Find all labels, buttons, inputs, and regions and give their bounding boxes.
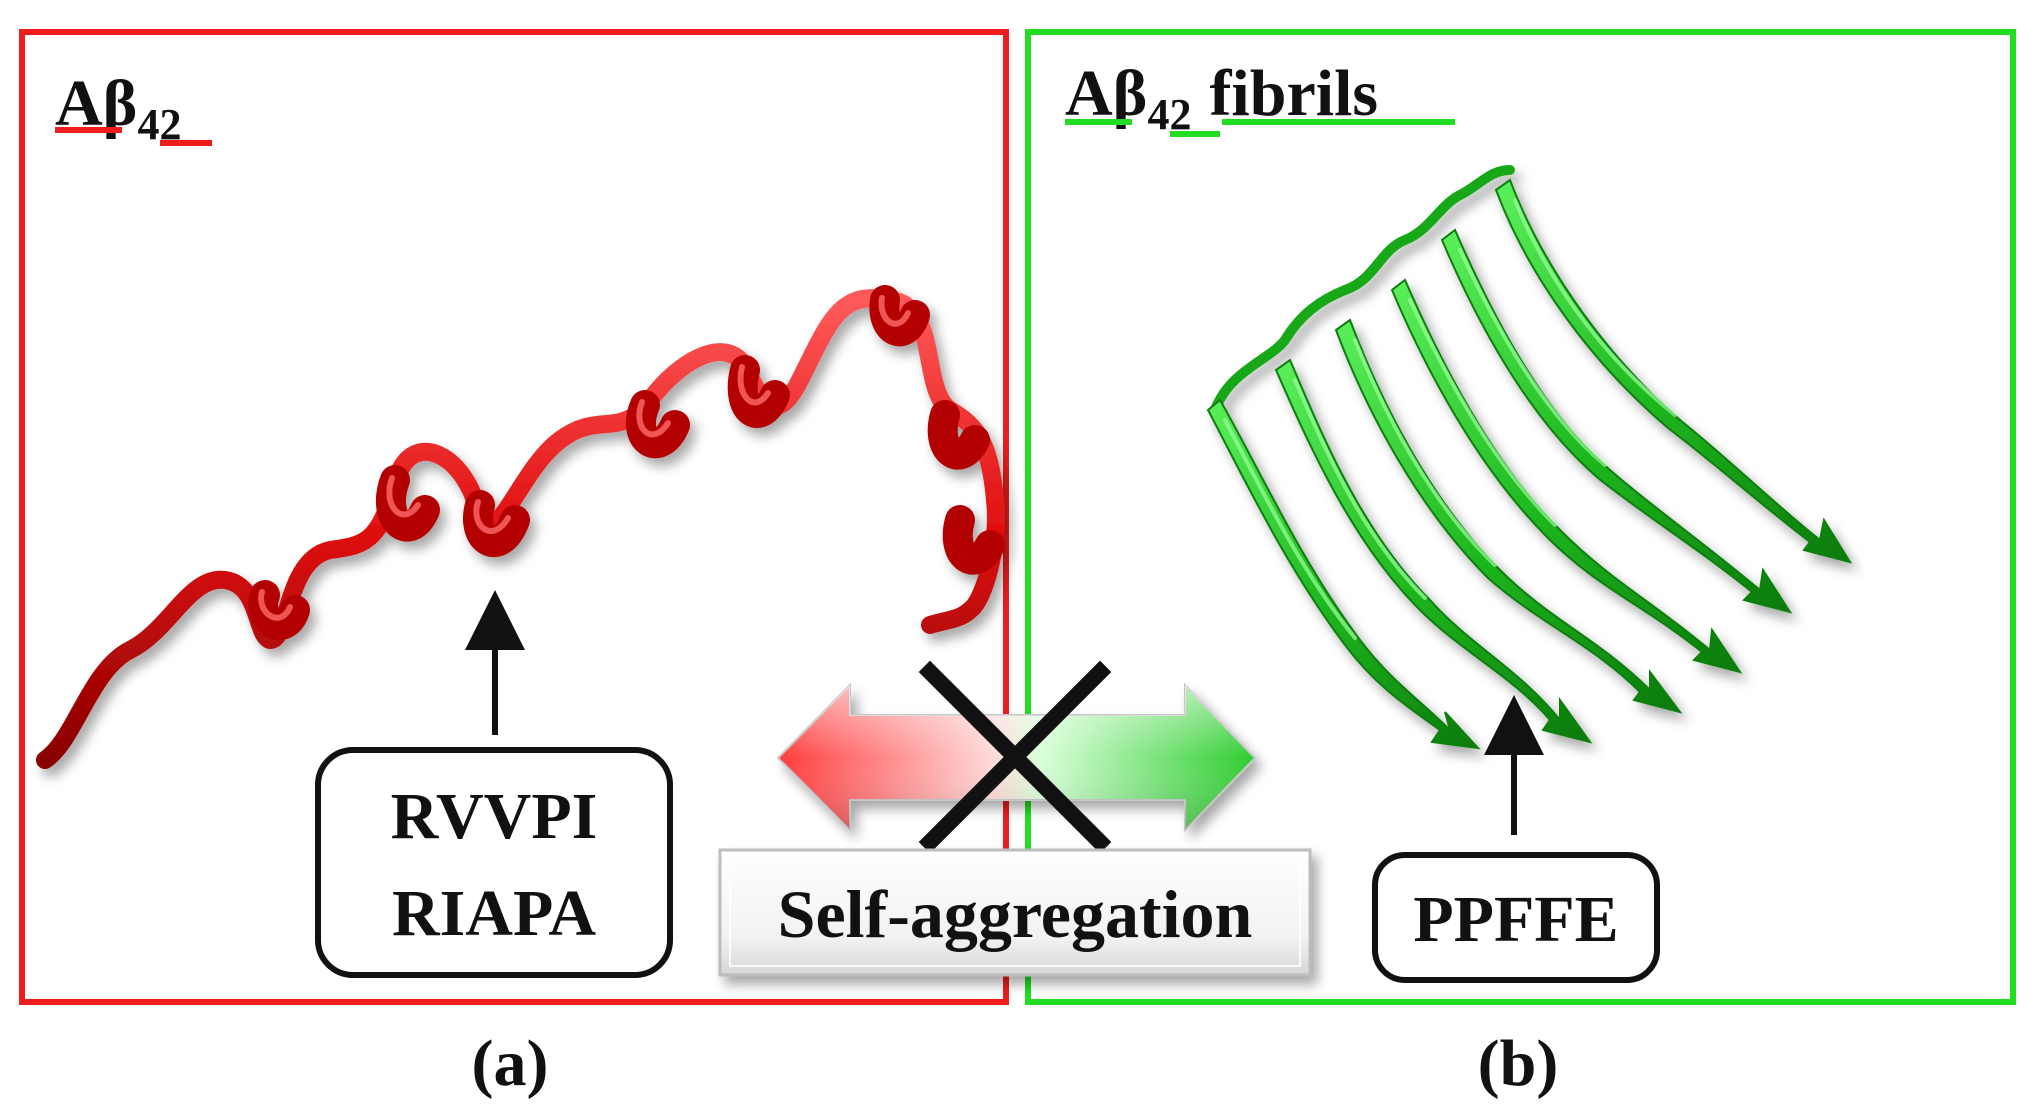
panel-b-frame xyxy=(1025,29,2016,1005)
peptide-a-2: RIAPA xyxy=(392,877,596,950)
self-aggregation-label-box xyxy=(718,848,1312,977)
caption-b: (b) xyxy=(1478,1027,1559,1100)
peptide-b-1: PPFFE xyxy=(1413,883,1618,956)
panel-a-frame xyxy=(19,29,1009,1005)
alpha-helix-ribbon-icon xyxy=(36,285,1005,769)
caption-a: (a) xyxy=(472,1027,549,1100)
peptide-box-a xyxy=(315,747,673,978)
self-aggregation-label: Self-aggregation xyxy=(778,876,1253,952)
peptide-a-1: RVVPI xyxy=(391,780,598,853)
peptide-box-b xyxy=(1372,852,1660,983)
cross-mark-icon xyxy=(918,660,1112,854)
panel-a-title: Aβ42 xyxy=(55,67,181,149)
beta-sheet-fibril-icon xyxy=(1206,165,1853,750)
